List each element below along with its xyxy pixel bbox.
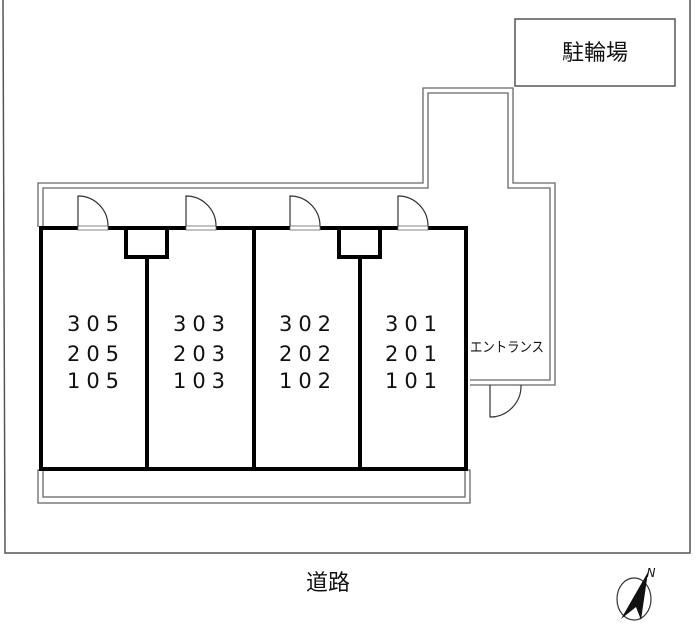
door-icon [185,195,217,231]
balcony-outer [37,469,471,504]
svg-text:203: 203 [173,342,231,366]
svg-text:103: 103 [173,369,231,393]
north-compass-icon: N [616,566,656,621]
entrance-label: エントランス [470,340,544,356]
door-icon [77,195,109,231]
entrance-door-icon [489,384,522,418]
bicycle-parking-area [514,18,676,87]
door-icon [397,195,429,231]
unit-303-203-103: 303 203 103 [173,312,231,393]
svg-text:201: 201 [385,342,443,366]
svg-text:303: 303 [173,312,231,336]
bicycle-parking-label: 駐輪場 [562,41,628,66]
unit-301-201-101: 301 201 101 [385,312,443,393]
svg-text:101: 101 [385,369,443,393]
svg-text:301: 301 [385,312,443,336]
svg-text:105: 105 [67,369,125,393]
unit-305-205-105: 305 205 105 [67,312,125,393]
utility-box [337,226,382,259]
corridor-outer [37,87,556,386]
svg-text:305: 305 [67,312,125,336]
balcony-inner [42,469,466,498]
door-icon [289,195,321,231]
svg-text:302: 302 [279,312,337,336]
unit-302-202-102: 302 202 102 [279,312,337,393]
svg-text:102: 102 [279,369,337,393]
corridor-inner [42,92,551,381]
svg-text:205: 205 [67,342,125,366]
site-boundary [2,0,691,554]
svg-text:202: 202 [279,342,337,366]
road-label: 道路 [306,571,350,596]
svg-text:N: N [647,566,656,580]
utility-box [124,226,169,259]
